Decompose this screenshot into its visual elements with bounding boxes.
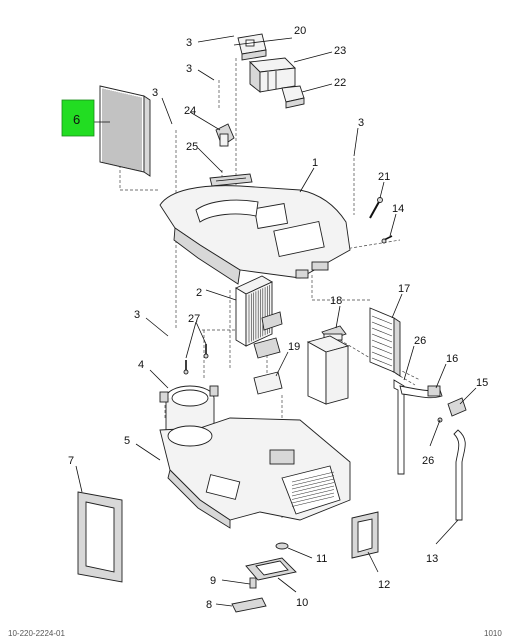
part-19-resistor xyxy=(253,335,350,405)
grille-slats-line xyxy=(371,357,393,367)
callout-5[interactable]: 5 xyxy=(124,435,130,447)
part-21-screw xyxy=(369,197,383,219)
part-14-clip xyxy=(381,235,393,244)
case-grille-line xyxy=(291,485,335,497)
callout-3[interactable]: 3 xyxy=(186,37,192,49)
part-5-lower-case xyxy=(159,417,351,529)
callout-12[interactable]: 12 xyxy=(378,579,390,591)
callout-8[interactable]: 8 xyxy=(206,599,212,611)
callout-10[interactable]: 10 xyxy=(296,597,308,609)
part-7-gasket xyxy=(77,491,123,583)
callout-24[interactable]: 24 xyxy=(184,105,196,117)
callout-20[interactable]: 20 xyxy=(294,25,306,37)
case-grille-line xyxy=(291,489,335,500)
case-grille-line xyxy=(291,482,335,493)
callout-14[interactable]: 14 xyxy=(392,203,404,215)
part-1-upper-housing xyxy=(159,185,351,285)
case-grille-line xyxy=(291,492,335,504)
callout-22[interactable]: 22 xyxy=(334,77,346,89)
part-13-hose xyxy=(437,417,466,521)
part-25-seal xyxy=(209,173,253,187)
leader-lines xyxy=(75,35,477,607)
part-27-screws xyxy=(183,344,209,375)
callout-19[interactable]: 19 xyxy=(288,341,300,353)
part-12-duct-seal xyxy=(351,511,379,559)
callout-15[interactable]: 15 xyxy=(476,377,488,389)
callout-26[interactable]: 26 xyxy=(414,335,426,347)
callout-7[interactable]: 7 xyxy=(68,455,74,467)
callout-13[interactable]: 13 xyxy=(426,553,438,565)
callout-21[interactable]: 21 xyxy=(378,171,390,183)
callout-23[interactable]: 23 xyxy=(334,45,346,57)
callout-16[interactable]: 16 xyxy=(446,353,458,365)
footer-drawing-number: 10-220-2224-01 xyxy=(8,629,65,638)
callout-3[interactable]: 3 xyxy=(186,63,192,75)
callout-2[interactable]: 2 xyxy=(196,287,202,299)
part-11-drain-plug xyxy=(275,542,289,550)
callout-1[interactable]: 1 xyxy=(312,157,318,169)
grille-slats-line xyxy=(371,339,393,349)
callout-26[interactable]: 26 xyxy=(422,455,434,467)
grille-slats-line xyxy=(371,327,393,337)
grille-slats-line xyxy=(371,333,393,343)
footer-page-code: 1010 xyxy=(484,629,502,638)
callout-25[interactable]: 25 xyxy=(186,141,198,153)
part-2-heater-core xyxy=(235,275,283,347)
callout-labels: 20 3 23 3 22 3 24 6 3 25 1 21 14 2 18 17… xyxy=(68,25,488,611)
callout-27[interactable]: 27 xyxy=(188,313,200,325)
part-9-clip xyxy=(249,577,257,589)
grille-slats-line xyxy=(371,315,393,325)
grille-slats-line xyxy=(371,345,393,355)
part-10-drain-seal xyxy=(245,557,297,581)
callout-4[interactable]: 4 xyxy=(138,359,144,371)
part-20-cover xyxy=(237,33,267,61)
grille-slats-line xyxy=(371,321,393,331)
grille-slats-line xyxy=(371,351,393,361)
case-grille-line xyxy=(291,496,335,507)
highlight-box[interactable] xyxy=(61,99,95,137)
case-grille-line xyxy=(291,478,335,490)
callout-3[interactable]: 3 xyxy=(358,117,364,129)
part-8-drain-tube xyxy=(231,597,267,613)
part-17-grille xyxy=(369,307,401,377)
callout-18[interactable]: 18 xyxy=(330,295,342,307)
part-6-air-filter xyxy=(99,85,151,177)
part-16-fitting xyxy=(427,385,441,397)
callout-6[interactable]: 6 xyxy=(73,112,80,127)
callout-17[interactable]: 17 xyxy=(398,283,410,295)
case-grille-line xyxy=(291,471,335,483)
callout-11[interactable]: 11 xyxy=(316,553,327,565)
callout-9[interactable]: 9 xyxy=(210,575,216,587)
case-grille-line xyxy=(291,475,335,486)
part-22-module xyxy=(281,85,305,109)
part-23-actuator xyxy=(249,57,296,93)
callout-3[interactable]: 3 xyxy=(134,309,140,321)
part-24-sensor xyxy=(215,123,235,147)
callout-3[interactable]: 3 xyxy=(152,87,158,99)
